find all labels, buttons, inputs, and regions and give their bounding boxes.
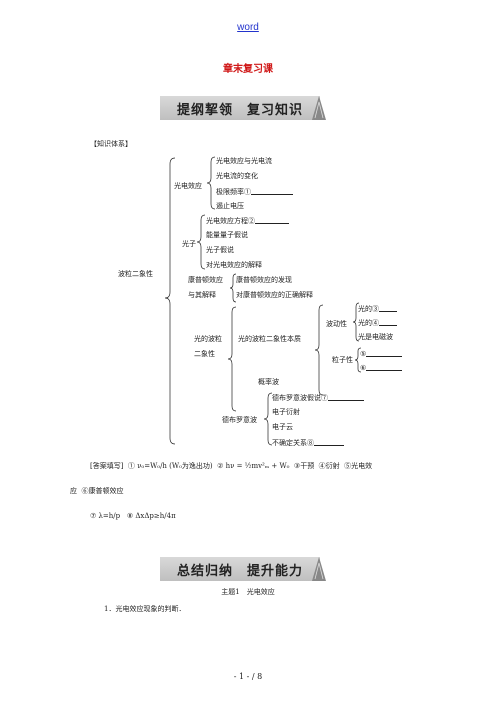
light-dual-node-line1: 光的波粒 <box>194 335 222 343</box>
debroglie-item-3: 电子云 <box>272 423 293 431</box>
light-dual-brace <box>227 306 237 412</box>
debroglie-item-1: 德布罗意波假说⑦ <box>272 393 364 402</box>
pe-item-3: 极限频率① <box>216 187 293 196</box>
root-node: 波粒二象性 <box>118 270 153 278</box>
pe-item-1: 光电效应与光电流 <box>216 157 272 165</box>
pe-item-2: 光电流的变化 <box>216 172 258 180</box>
wave-item-3: 光是电磁波 <box>358 333 393 341</box>
wave-item-1: 光的③ <box>358 304 397 313</box>
photon-item-4: 对光电效应的解释 <box>206 261 262 269</box>
answer-blank[interactable] <box>251 187 293 195</box>
answer-line-1: [答案填写] ① ν₀=W₀/h (W₀为逸出功) ② hν = ½mv²ₘ +… <box>90 461 372 471</box>
pe-item-4: 遏止电压 <box>216 202 244 210</box>
photon-item-3: 光子假说 <box>206 246 234 254</box>
banner-summary-text: 总结归纳 提升能力 <box>176 564 303 579</box>
particle-node: 粒子性 <box>332 356 353 364</box>
compton-node-line1: 康普顿效应 <box>188 276 223 284</box>
banner-review-text: 提纲挈领 复习知识 <box>176 103 303 118</box>
answer-line-2: 应 ⑥康普顿效应 <box>70 486 123 496</box>
answer-8: ⑧ ΔxΔp≥h/4π <box>126 512 176 520</box>
answer-blank[interactable] <box>379 318 397 326</box>
page-number: - 1 - / 8 <box>233 672 263 681</box>
light-dual-nature: 光的波粒二象性本质 <box>238 335 301 343</box>
nature-brace <box>314 304 324 396</box>
photon-item-2: 能量量子假说 <box>206 231 248 239</box>
light-dual-node-line2: 二象性 <box>194 350 215 358</box>
debroglie-item-4: 不确定关系⑧ <box>272 438 344 447</box>
answer-5-part2: 应 <box>70 487 77 495</box>
answer-5-part1: ⑤光电效 <box>344 462 373 470</box>
answer-line-3: ⑦ λ=h/p ⑧ ΔxΔp≥h/4π <box>90 512 176 520</box>
photon-brace <box>196 214 206 270</box>
answer-prefix: [答案填写] <box>90 462 124 470</box>
debroglie-item-2: 电子衍射 <box>272 408 300 416</box>
answer-7: ⑦ λ=h/p <box>90 512 121 520</box>
probability-wave: 概率波 <box>258 378 279 386</box>
compton-node-line2: 与其解释 <box>188 291 216 299</box>
answer-blank[interactable] <box>328 393 364 401</box>
photoelectric-node: 光电效应 <box>174 182 202 190</box>
answer-3: ③干预 <box>293 462 315 470</box>
particle-item-1: ⑤ <box>360 349 403 358</box>
answer-blank[interactable] <box>314 438 344 446</box>
photon-node: 光子 <box>182 240 196 248</box>
feather-decoration-icon <box>312 557 326 581</box>
knowledge-system-label: 【知识体系】 <box>90 140 132 148</box>
word-link[interactable]: word <box>237 22 259 33</box>
point-1: 1．光电效应现象的判断． <box>104 605 186 613</box>
photoelectric-brace <box>206 156 216 210</box>
debroglie-brace <box>263 392 273 446</box>
answer-4: ④衍射 <box>318 462 340 470</box>
answer-blank[interactable] <box>366 363 403 371</box>
photon-item-1: 光电效应方程② <box>206 216 289 225</box>
compton-item-2: 对康普顿效应的正确解释 <box>236 291 313 299</box>
chapter-title: 章末复习课 <box>223 64 273 75</box>
compton-item-1: 康普顿效应的发现 <box>236 276 292 284</box>
topic-heading: 主题1 光电效应 <box>221 588 275 596</box>
answer-blank[interactable] <box>379 304 397 312</box>
answer-1: ① ν₀=W₀/h (W₀为逸出功) <box>127 462 213 470</box>
compton-brace <box>229 273 237 303</box>
debroglie-node: 德布罗意波 <box>222 416 257 424</box>
particle-item-2: ⑥ <box>360 363 403 372</box>
section-banner-review: 提纲挈领 复习知识 <box>160 96 326 120</box>
feather-decoration-icon <box>312 96 326 120</box>
wave-item-2: 光的④ <box>358 318 397 327</box>
section-banner-summary: 总结归纳 提升能力 <box>160 557 326 581</box>
wave-brace <box>352 302 360 342</box>
wave-node: 波动性 <box>326 320 347 328</box>
particle-brace <box>354 347 362 373</box>
answer-blank[interactable] <box>366 349 403 357</box>
answer-6: ⑥康普顿效应 <box>81 487 124 495</box>
answer-blank[interactable] <box>255 216 289 224</box>
root-brace <box>164 157 176 445</box>
answer-2: ② hν = ½mv²ₘ + W₀ <box>217 462 290 470</box>
